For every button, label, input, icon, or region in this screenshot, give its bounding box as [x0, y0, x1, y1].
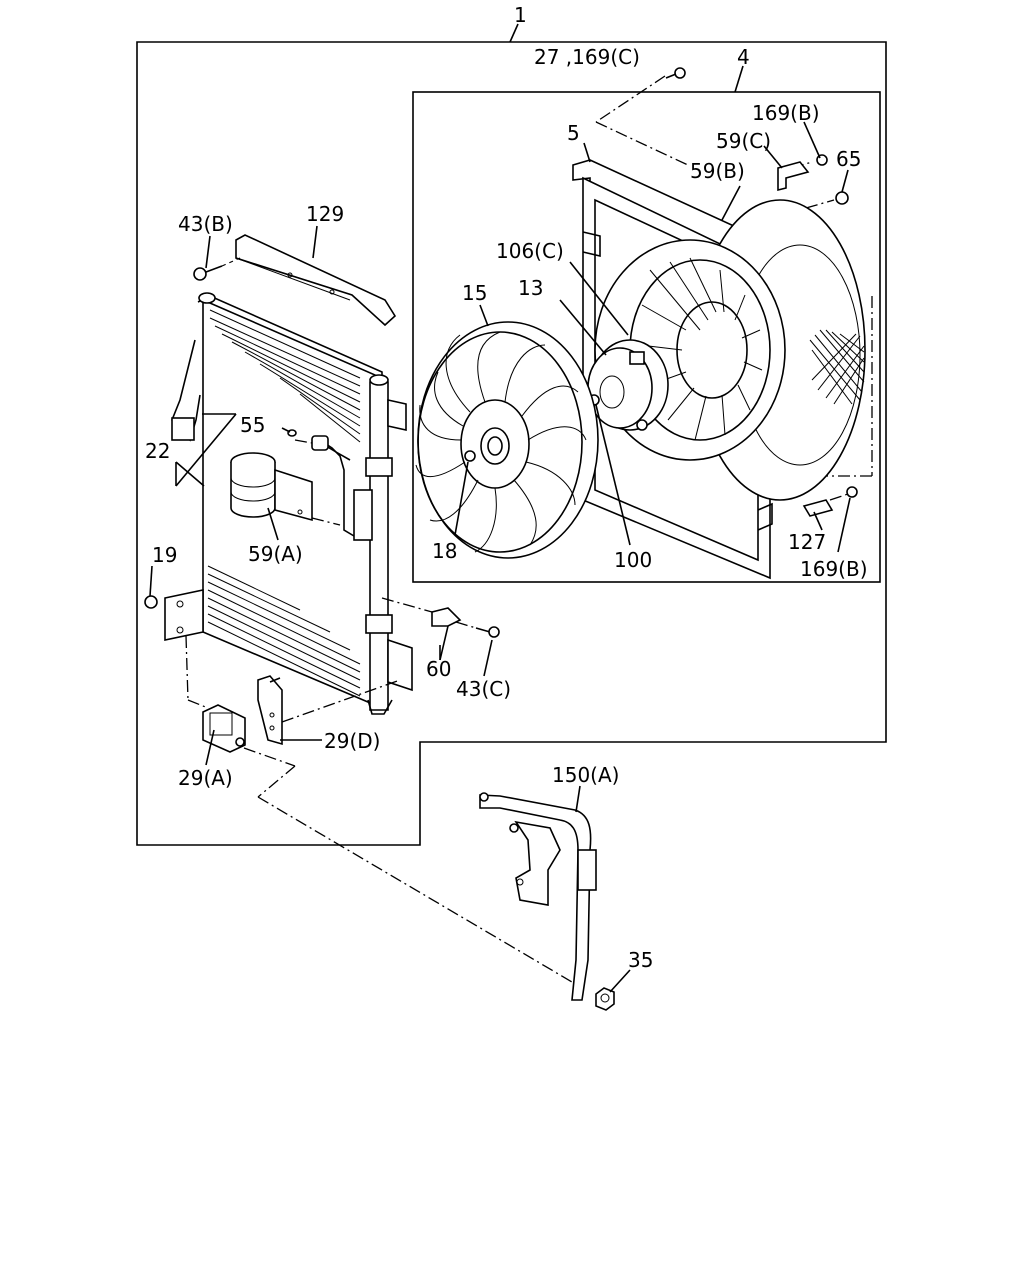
label-bolt-169b-bottom: 169(B)	[800, 557, 868, 581]
bolt-169b-bottom-drawing	[846, 486, 858, 498]
label-bracket-29d: 29(D)	[324, 729, 380, 753]
washer-19-drawing	[144, 595, 158, 609]
label-assembly: 1	[514, 3, 527, 27]
label-bolt-43b: 43(B)	[178, 212, 233, 236]
bolt-27-drawing	[665, 67, 686, 79]
fan-motor-drawing	[587, 339, 669, 431]
label-clamp-59b: 59(B)	[690, 159, 745, 183]
bolt-65-drawing	[835, 191, 849, 205]
nut-35-drawing	[595, 987, 615, 1011]
bolt-43b-drawing	[193, 257, 241, 281]
label-fan-motor: 13	[518, 276, 543, 300]
label-nut-35: 35	[628, 948, 653, 972]
label-cover-129: 129	[306, 202, 344, 226]
label-clamp-59a: 59(A)	[248, 542, 303, 566]
label-bolt-19: 19	[152, 543, 177, 567]
label-bolt-169b-top: 169(B)	[752, 101, 820, 125]
label-clamp-59c: 59(C)	[716, 129, 771, 153]
assembly-frame	[136, 41, 887, 846]
label-oring-55: 55	[240, 413, 265, 437]
clamp-59c-drawing	[777, 161, 810, 192]
label-leaders	[149, 121, 851, 993]
bracket-29a-drawing	[202, 704, 246, 753]
label-bracket-29a: 29(A)	[178, 766, 233, 790]
label-bracket-150a: 150(A)	[552, 763, 619, 787]
label-nut-18: 18	[432, 539, 457, 563]
receiver-drier-drawing	[230, 452, 313, 522]
label-condenser: 22	[145, 439, 170, 463]
label-shroud-seal: 5	[567, 121, 580, 145]
fan-blade-drawing	[415, 321, 599, 559]
clip-127-drawing	[802, 499, 834, 517]
label-clip-100: 100	[614, 548, 652, 572]
bracket-29d-drawing	[257, 675, 283, 746]
fan-shroud-frame	[412, 91, 881, 583]
label-fan: 15	[462, 281, 487, 305]
label-bolt-65: 65	[836, 147, 861, 171]
label-fan-shroud-assembly: 4	[737, 45, 750, 69]
label-connector-106c: 106(C)	[496, 239, 564, 263]
cover-129-drawing	[235, 234, 397, 327]
label-bracket-60: 60	[426, 657, 451, 681]
bolt-43c-drawing	[475, 626, 500, 638]
bracket-60-drawing	[431, 607, 462, 661]
label-clip-127: 127	[788, 530, 826, 554]
bracket-150a-drawing	[479, 792, 597, 1001]
label-bolt-27-169c: 27 ,169(C)	[534, 45, 640, 69]
label-bolt-43c: 43(C)	[456, 677, 511, 701]
